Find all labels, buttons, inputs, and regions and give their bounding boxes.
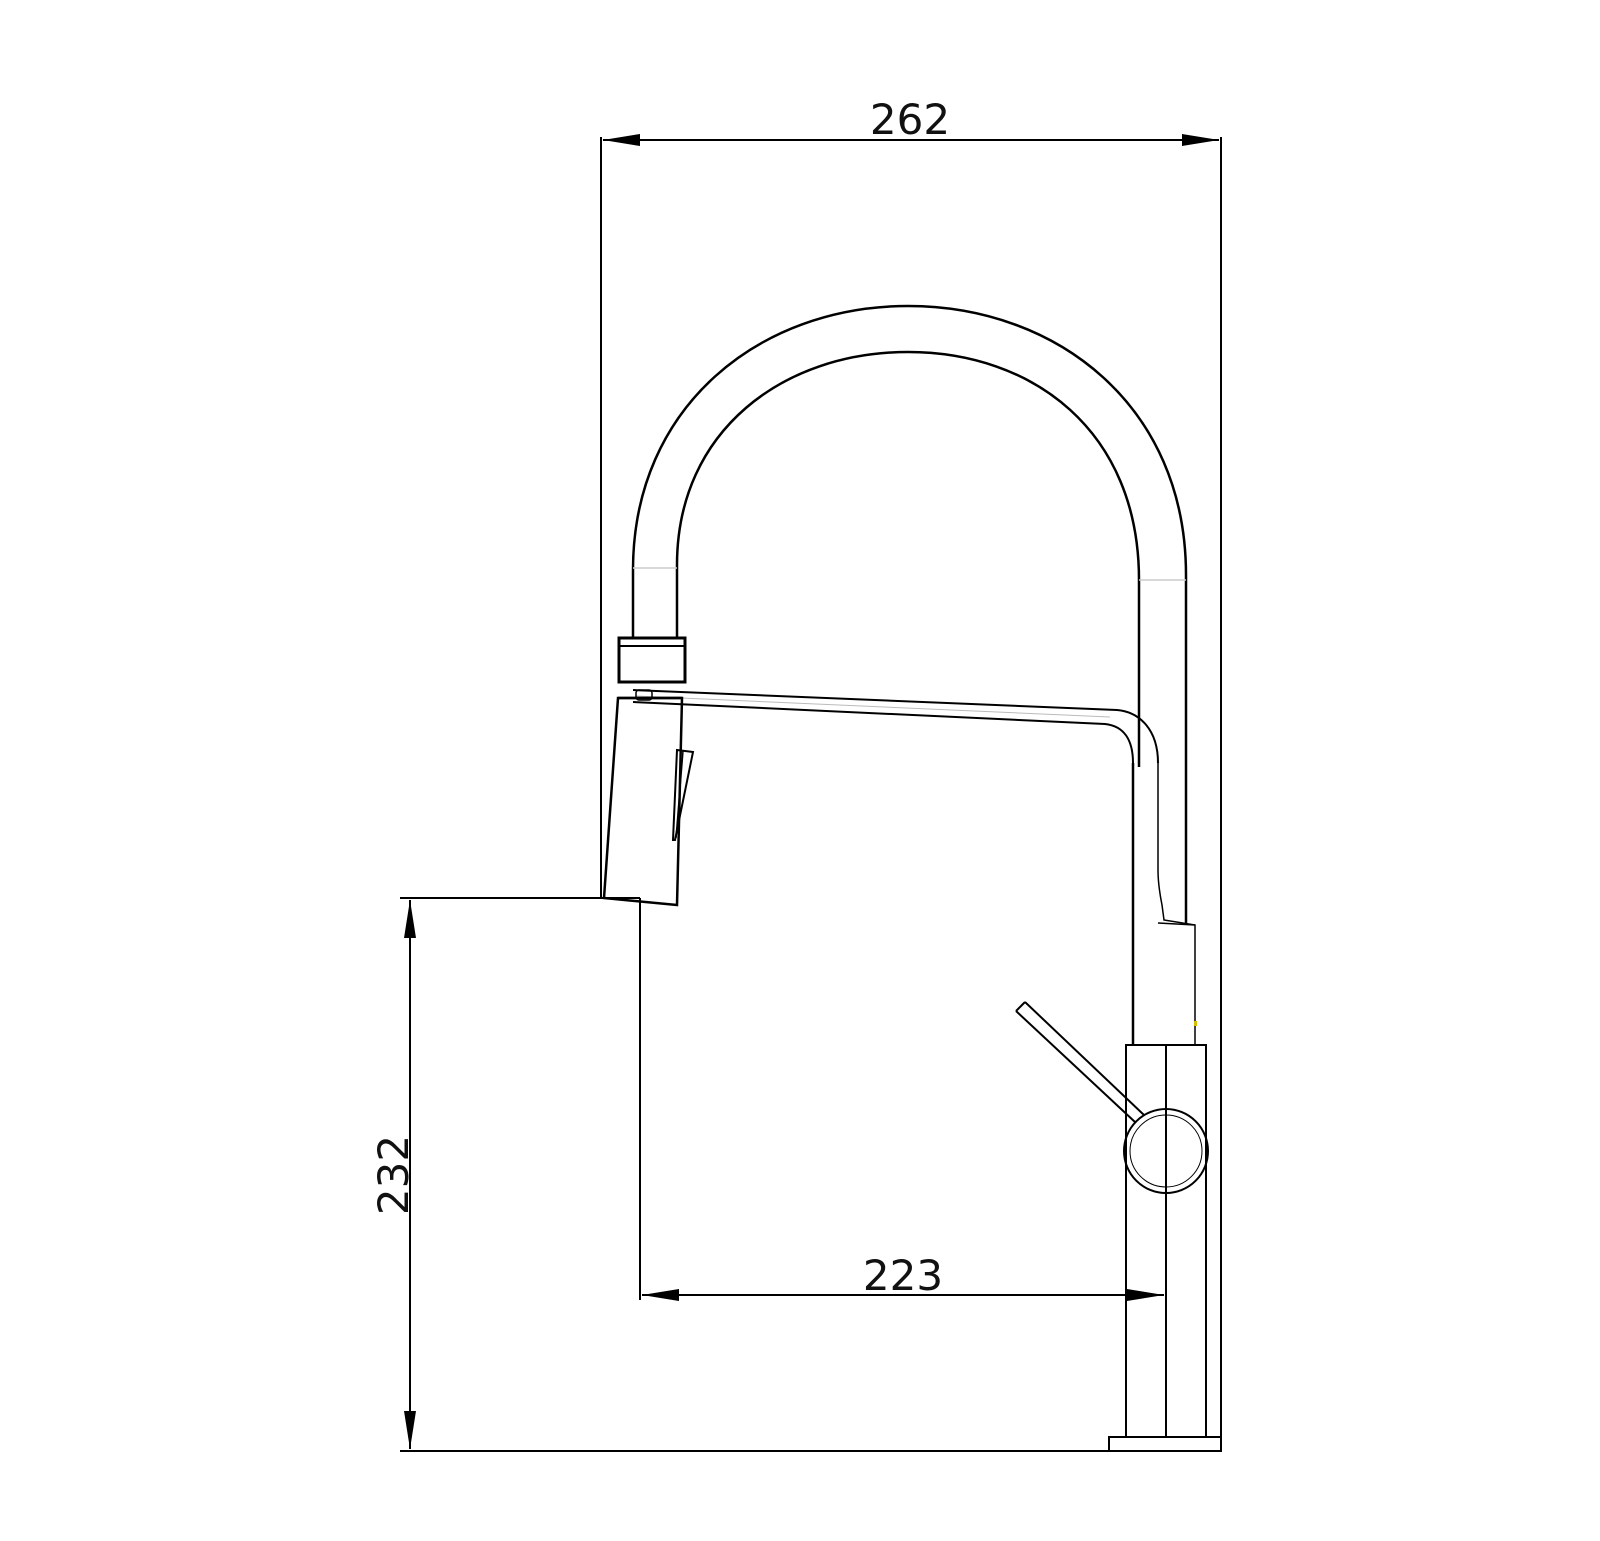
spray-trigger — [671, 748, 695, 841]
arrowhead-bottom — [404, 1411, 416, 1449]
support-arm-clip — [635, 689, 653, 701]
arrowhead-reach-left — [642, 1289, 679, 1301]
support-arm-bottom — [632, 701, 1134, 764]
lever-boss-inner — [1129, 1114, 1203, 1188]
spray-head-collar — [617, 636, 687, 684]
gooseneck-inner — [675, 350, 1141, 767]
tube-joint — [1157, 922, 1196, 926]
gooseneck — [631, 304, 1197, 1045]
support-arm-highlight — [635, 695, 1111, 718]
support-arm-top — [632, 689, 1159, 764]
lever-handle-edge-1 — [1015, 1010, 1136, 1123]
lever-handle-edge-2 — [1024, 1001, 1145, 1116]
arrowhead-top — [404, 900, 416, 938]
spray-head — [602, 696, 695, 907]
lever-handle-tip — [1015, 1001, 1026, 1012]
spray-trigger-line — [675, 750, 684, 839]
dimension-spout-height: 232 — [369, 897, 1221, 1452]
arrowhead-right — [1182, 134, 1219, 146]
lever-boss — [1123, 1108, 1209, 1194]
detail-mark — [1194, 1021, 1197, 1026]
base-plate — [1108, 1436, 1222, 1452]
dimension-label-spout-reach: 223 — [863, 1251, 943, 1300]
support-arm — [632, 689, 1159, 764]
faucet-body — [1015, 1001, 1222, 1452]
dimension-overall-width: 262 — [600, 95, 1222, 1452]
spray-head-outline — [602, 696, 684, 907]
dimension-spout-reach: 223 — [639, 898, 1167, 1301]
tube-lower-right — [1157, 763, 1196, 1045]
arrowhead-left — [603, 134, 640, 146]
arrowhead-reach-right — [1127, 1289, 1164, 1301]
dimension-label-overall-width: 262 — [870, 95, 950, 144]
gooseneck-outer — [631, 304, 1188, 923]
dimension-label-spout-height: 232 — [369, 1135, 418, 1215]
